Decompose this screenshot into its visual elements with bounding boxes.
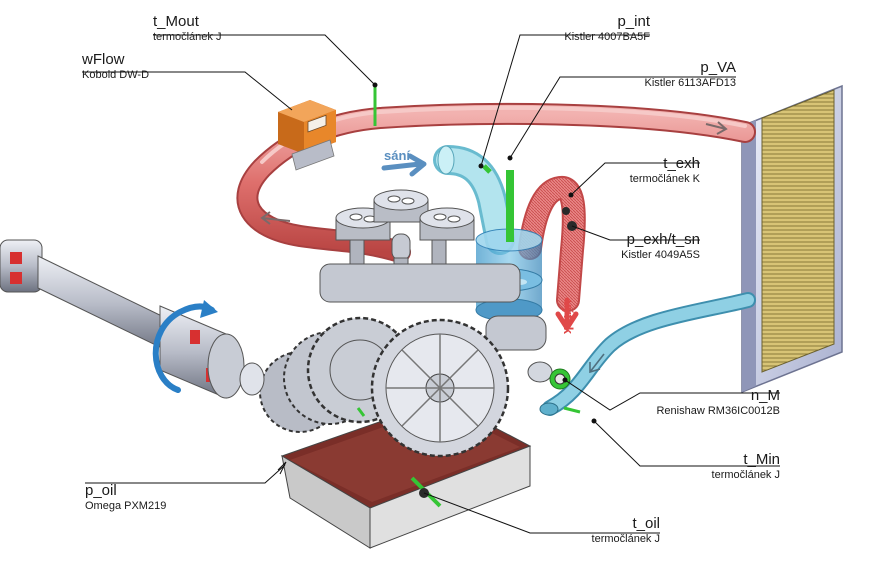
- label-p-va: p_VA Kistler 6113AFD13: [644, 60, 736, 89]
- drive-shaft: [0, 239, 265, 399]
- p-oil-arrow-icon: [277, 461, 287, 475]
- intake-pipe: [433, 145, 515, 255]
- coolant-flow-arrow-icon: [260, 211, 291, 225]
- engine-pistons: [319, 189, 553, 383]
- label-name: p_int: [617, 13, 650, 30]
- coolant-flow-arrow-icon: [705, 121, 728, 135]
- p-va-sensor: [506, 155, 514, 242]
- label-name: p_exh/t_sn: [626, 231, 700, 248]
- gear-set: [259, 316, 510, 458]
- piston: [419, 207, 475, 241]
- flowmeter: [278, 100, 336, 171]
- label-device: termočlánek J: [591, 533, 660, 545]
- label-device: termočlánek J: [711, 469, 780, 481]
- label-t-min: t_Min termočlánek J: [712, 452, 780, 481]
- intake-label: sání: [384, 148, 411, 163]
- leader-lines: [82, 34, 780, 534]
- coupling: [0, 239, 43, 293]
- coupling: [159, 305, 245, 399]
- label-n-m: n_M Renishaw RM36IC0012B: [656, 388, 780, 417]
- coolant-flow-arrow-icon: [589, 353, 605, 374]
- label-device: Kistler 6113AFD13: [644, 77, 736, 89]
- label-t-mout: t_Mout termočlánek J: [153, 14, 221, 43]
- label-name: t_Min: [743, 451, 780, 468]
- label-name: n_M: [750, 387, 780, 404]
- label-name: t_oil: [632, 515, 660, 532]
- intake-arrow-icon: [381, 153, 427, 177]
- n-m-sensor: [549, 368, 571, 390]
- label-device: Renishaw RM36IC0012B: [656, 405, 780, 417]
- piston: [373, 189, 429, 223]
- radiator: [741, 84, 843, 394]
- label-p-int: p_int Kistler 4007BA5F: [564, 14, 650, 43]
- label-p-exh-t-sn: p_exh/t_sn Kistler 4049A5S: [621, 232, 700, 261]
- exhaust-label: výfuk: [561, 300, 576, 334]
- label-name: p_VA: [700, 59, 736, 76]
- label-p-oil: p_oil Omega PXM219: [85, 483, 166, 512]
- label-device: Kistler 4049A5S: [621, 249, 700, 261]
- label-name: t_exh: [663, 155, 700, 172]
- label-name: t_Mout: [153, 13, 199, 30]
- label-device: Kistler 4007BA5F: [564, 31, 650, 43]
- label-wflow: wFlow Kobold DW-D: [82, 52, 149, 81]
- label-name: p_oil: [85, 482, 117, 499]
- exhaust-arrow-icon: [555, 297, 579, 331]
- label-device: termočlánek K: [629, 173, 700, 185]
- rotation-arrowhead-icon: [200, 300, 218, 318]
- label-device: Kobold DW-D: [82, 69, 150, 81]
- coolant-cold-pipe: [539, 292, 756, 416]
- label-device: Omega PXM219: [85, 500, 167, 512]
- label-device: termočlánek J: [153, 31, 222, 43]
- t-min-sensor: [563, 406, 597, 424]
- label-t-oil: t_oil termočlánek J: [592, 516, 660, 545]
- label-t-exh: t_exh termočlánek K: [630, 156, 700, 185]
- label-name: wFlow: [82, 51, 125, 68]
